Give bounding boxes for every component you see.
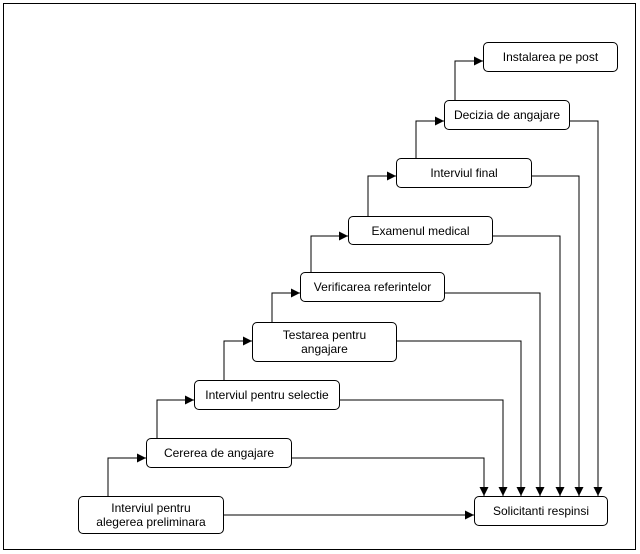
connector-s6-s7	[367, 171, 396, 216]
reject-connector-s5	[444, 292, 545, 496]
reject-connector-s2	[292, 457, 489, 496]
connector-s1-s2	[107, 453, 146, 496]
step-testarea-pentru-angajare: Testarea pentru angajare	[252, 322, 397, 362]
step-interviul-final: Interviul final	[396, 158, 532, 188]
reject-connector-s4	[396, 340, 526, 496]
rejection-connectors	[223, 120, 603, 520]
rejected-applicants-box: Solicitanti respinsi	[474, 496, 608, 526]
connector-s5-s6	[310, 231, 348, 272]
connector-s7-s8	[415, 116, 444, 158]
connector-s8-s9	[454, 56, 483, 100]
reject-connector-s6	[492, 235, 565, 496]
step-decizia-de-angajare: Decizia de angajare	[444, 100, 570, 130]
reject-connector-s7	[531, 175, 584, 496]
step-instalarea-pe-post: Instalarea pe post	[483, 42, 618, 72]
reject-connector-s3	[339, 399, 508, 496]
step-verificarea-referintelor: Verificarea referintelor	[300, 272, 445, 302]
connector-s3-s4	[223, 336, 252, 380]
step-interviul-preliminar: Interviul pentru alegerea preliminara	[78, 496, 224, 534]
step-examenul-medical: Examenul medical	[348, 216, 493, 245]
step-cererea-de-angajare: Cererea de angajare	[146, 438, 292, 468]
connector-s2-s3	[156, 395, 194, 438]
diagram-border	[3, 3, 636, 550]
progression-connectors	[107, 56, 483, 496]
reject-connector-s8	[569, 120, 603, 496]
connector-s4-s5	[271, 288, 300, 322]
step-interviul-pentru-selectie: Interviul pentru selectie	[194, 380, 340, 410]
